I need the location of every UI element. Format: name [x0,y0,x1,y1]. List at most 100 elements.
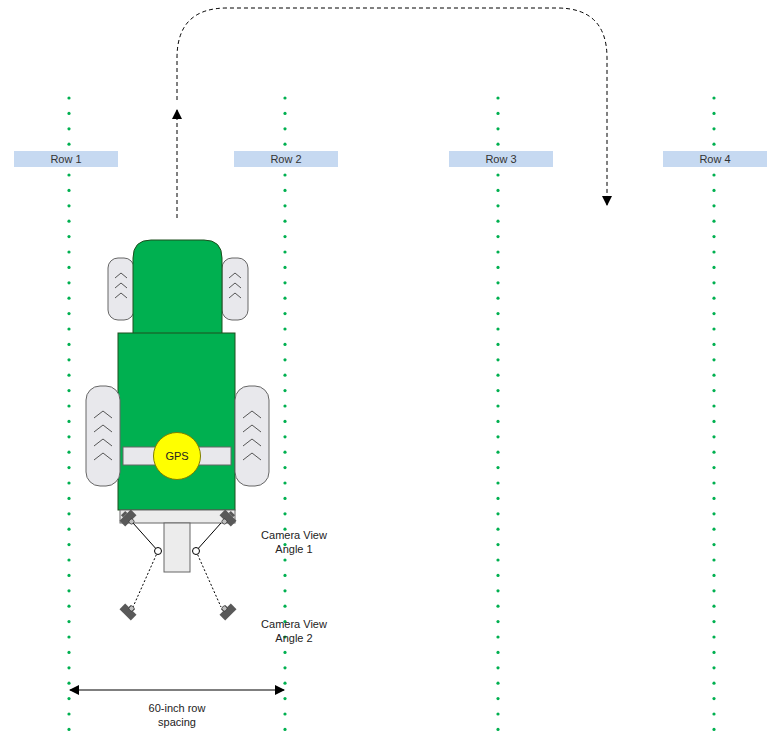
plant-dot [283,666,286,669]
plant-dot [283,404,286,407]
camera-label: Camera View Angle 2 [258,618,330,646]
plant-dot [67,189,70,192]
plant-dot [496,435,499,438]
plant-dot [67,312,70,315]
plant-dot [283,358,286,361]
camera-label: Camera View Angle 1 [258,529,330,557]
plant-dot [67,281,70,284]
plant-dot [712,374,715,377]
plant-dot [67,543,70,546]
plant-dot [67,235,70,238]
plant-dot [496,96,499,99]
plant-dot [496,635,499,638]
plant-dot [712,343,715,346]
plant-dot [712,220,715,223]
plant-dot [496,558,499,561]
plant-dot [712,620,715,623]
plant-dot [67,204,70,207]
camera-mounts [133,523,221,607]
plant-dot [712,635,715,638]
plant-dot [283,435,286,438]
plant-dot [712,204,715,207]
plant-dot [67,512,70,515]
plant-dot [712,589,715,592]
plant-dot [283,389,286,392]
plant-dot [283,466,286,469]
plant-dot [712,666,715,669]
node-text: Row 2 [270,153,301,165]
plant-dot [67,358,70,361]
plant-dot [67,466,70,469]
plant-dot [67,343,70,346]
plant-dot [712,435,715,438]
plant-dot [283,481,286,484]
plant-dot [712,112,715,115]
plant-dot [496,374,499,377]
plant-dot [712,389,715,392]
plant-dot [496,127,499,130]
plant-dot [496,666,499,669]
plant-dot [496,250,499,253]
plant-dot [283,497,286,500]
plant-dot [67,143,70,146]
plant-dot [283,651,286,654]
plant-dot [283,250,286,253]
plant-dot [712,528,715,531]
plant-dot [712,143,715,146]
plant-dot [283,605,286,608]
plant-dot [496,404,499,407]
plant-dot [496,204,499,207]
plant-dot [712,728,715,731]
plant-dot [283,220,286,223]
plant-dot [283,266,286,269]
drawbar [164,523,190,572]
plant-dot [283,374,286,377]
camera-symbol [117,507,238,620]
plant-dot [496,481,499,484]
plant-dot [283,143,286,146]
plant-dot [283,558,286,561]
plant-dot [283,343,286,346]
plant-dot [67,605,70,608]
plant-dot [496,512,499,515]
plant-dot [496,712,499,715]
plant-dot [67,266,70,269]
plant-dot [712,250,715,253]
node-text: Row 1 [50,153,81,165]
plant-dot [67,389,70,392]
plant-dot [496,651,499,654]
plant-dot [712,605,715,608]
plant-dot [67,451,70,454]
plant-dot [283,682,286,685]
plant-dot [496,697,499,700]
plant-dot [712,574,715,577]
plant-dot [496,173,499,176]
plant-dot [496,297,499,300]
plant-dot [496,451,499,454]
plant-dot [283,312,286,315]
hitch-bar [120,510,235,523]
row-label: Row 2 [234,151,338,167]
plant-dot [496,235,499,238]
plant-dot [712,96,715,99]
plant-dot [712,682,715,685]
plant-dot [712,481,715,484]
plant-dot [496,728,499,731]
plant-dot [496,327,499,330]
plant-dot [283,112,286,115]
plant-dot [67,666,70,669]
node-text: Row 4 [699,153,730,165]
plant-dot [67,481,70,484]
plant-dot [496,420,499,423]
plant-dot [67,327,70,330]
plant-dot [712,281,715,284]
node-text: Row 3 [485,153,516,165]
plant-dot [496,266,499,269]
node-text: GPS [165,450,188,462]
plant-dot [496,589,499,592]
plant-dot [67,682,70,685]
plant-dot [496,358,499,361]
plant-dot [496,189,499,192]
plant-dot [283,96,286,99]
